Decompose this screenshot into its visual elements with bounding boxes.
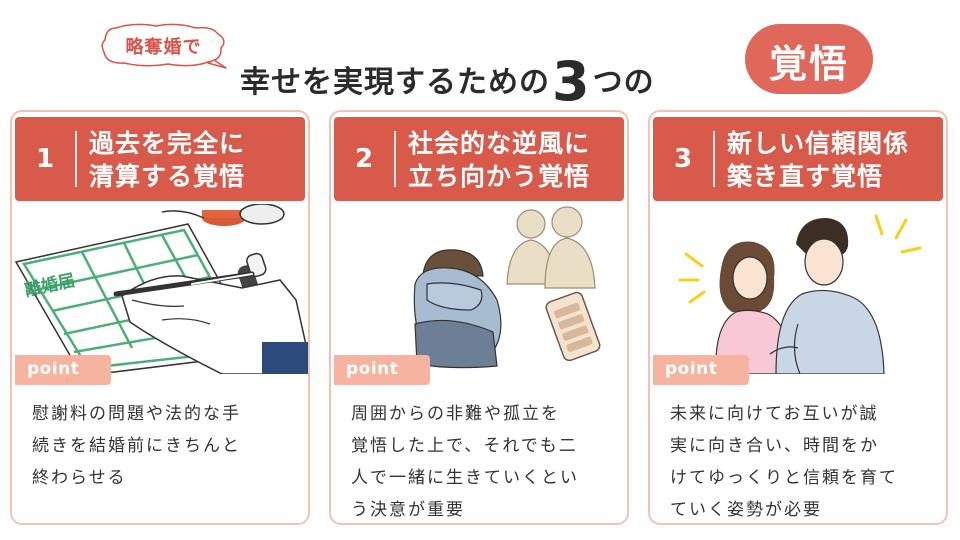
card-body: 周囲からの非難や孤立を 覚悟した上で、それでも二 人で一緒に生きていくとい う決… bbox=[351, 398, 616, 523]
card-number: 3 bbox=[673, 144, 693, 174]
card-body-line: けてゆっくりと信頼を育て bbox=[670, 468, 898, 488]
card-header: 1 過去を完全に 清算する覚悟 bbox=[15, 117, 305, 201]
card-header: 2 社会的な逆風に 立ち向かう覚悟 bbox=[334, 117, 624, 201]
divider bbox=[713, 131, 715, 187]
card-title: 社会的な逆風に 立ち向かう覚悟 bbox=[408, 127, 618, 193]
card-1: 1 過去を完全に 清算する覚悟 離婚届 bbox=[10, 110, 310, 525]
card-body-line: 終わらせる bbox=[32, 468, 127, 488]
divider bbox=[75, 131, 77, 187]
divorce-form-pen-icon: 離婚届 bbox=[14, 204, 308, 374]
card-body-line: 覚悟した上で、それでも二 bbox=[351, 436, 578, 456]
card-body-line: 実に向き合い、時間をか bbox=[670, 436, 879, 456]
card-body-line: ていく姿勢が必要 bbox=[670, 500, 822, 520]
card-number: 2 bbox=[354, 144, 374, 174]
card-title-line: 清算する覚悟 bbox=[89, 162, 246, 191]
card-title-line: 新しい信頼関係 bbox=[727, 129, 910, 158]
card-body-line: 周囲からの非難や孤立を bbox=[351, 404, 560, 424]
card-body-line: 慰謝料の問題や法的な手 bbox=[32, 404, 241, 424]
speech-bubble: 略奪婚で bbox=[96, 22, 231, 70]
headline-number: 3 bbox=[552, 50, 591, 113]
point-text: point bbox=[346, 359, 399, 379]
headline-pre: 幸せを実現するための bbox=[240, 65, 550, 100]
card-2: 2 社会的な逆風に 立ち向かう覚悟 point bbox=[329, 110, 629, 525]
tag-text: 略奪婚で bbox=[125, 37, 202, 58]
header: 略奪婚で 幸せを実現するための3つの 覚悟 bbox=[0, 0, 960, 113]
card-header: 3 新しい信頼関係 築き直す覚悟 bbox=[653, 117, 943, 201]
point-text: point bbox=[665, 359, 718, 379]
divider bbox=[394, 131, 396, 187]
page-title: 幸せを実現するための3つの bbox=[240, 42, 655, 113]
card-body: 慰謝料の問題や法的な手 続きを結婚前にきちんと 終わらせる bbox=[32, 398, 297, 494]
distressed-person-gossip-icon bbox=[383, 206, 601, 372]
point-label: point bbox=[15, 355, 111, 385]
card-body-line: 続きを結婚前にきちんと bbox=[32, 436, 241, 456]
point-label: point bbox=[653, 355, 749, 385]
badge-text: 覚悟 bbox=[768, 42, 849, 86]
card-body-line: う決意が重要 bbox=[351, 500, 465, 520]
card-body-line: 未来に向けてお互いが誠 bbox=[670, 404, 879, 424]
headline-post: つの bbox=[592, 65, 655, 100]
card-title: 過去を完全に 清算する覚悟 bbox=[89, 127, 299, 193]
card-title-line: 築き直す覚悟 bbox=[727, 162, 884, 191]
card-body: 未来に向けてお互いが誠 実に向き合い、時間をか けてゆっくりと信頼を育て ていく… bbox=[670, 398, 935, 523]
card-3: 3 新しい信頼関係 築き直す覚悟 point 未来に向けてお互いが誠 bbox=[648, 110, 948, 525]
couple-smiling-icon bbox=[678, 214, 922, 374]
card-body-line: 人で一緒に生きていくとい bbox=[351, 468, 579, 488]
point-text: point bbox=[27, 359, 80, 379]
card-number: 1 bbox=[35, 144, 55, 174]
badge-background bbox=[745, 24, 873, 94]
card-title-line: 立ち向かう覚悟 bbox=[408, 162, 591, 191]
speech-bubble-icon bbox=[101, 23, 227, 69]
card-title-line: 社会的な逆風に bbox=[408, 129, 591, 158]
card-title-line: 過去を完全に bbox=[89, 129, 246, 158]
point-label: point bbox=[334, 355, 430, 385]
card-title: 新しい信頼関係 築き直す覚悟 bbox=[727, 127, 937, 193]
